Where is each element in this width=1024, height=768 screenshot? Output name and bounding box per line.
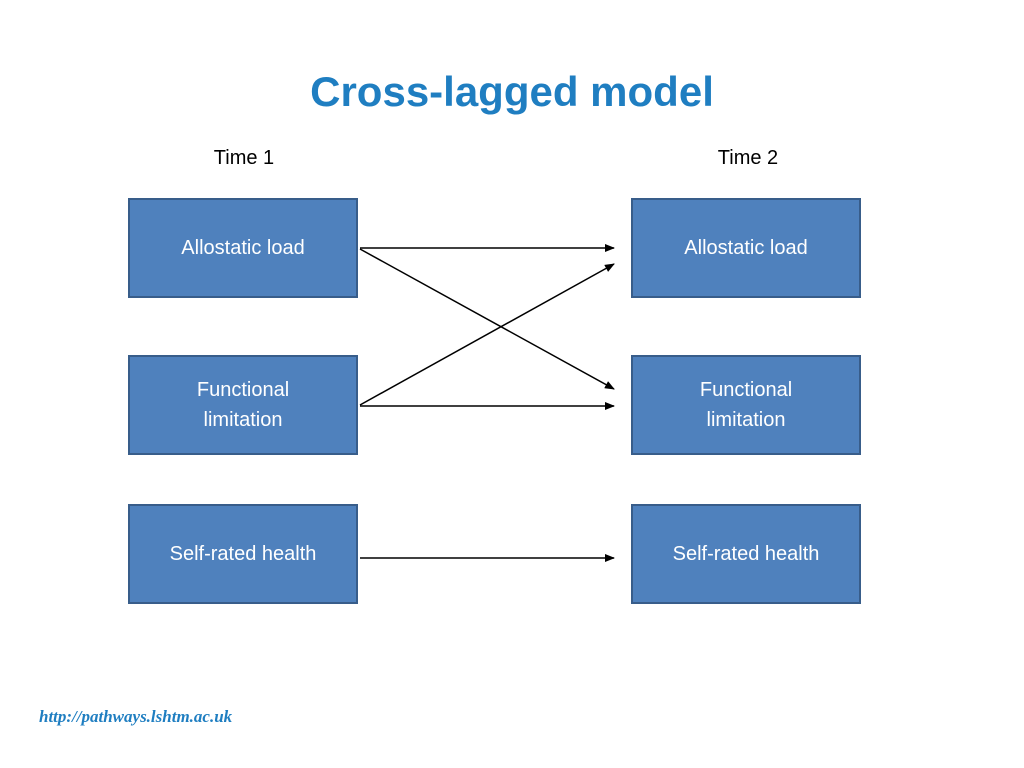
node-t1-self-rated-health: Self-rated health (128, 504, 358, 604)
node-label: Self-rated health (169, 543, 317, 565)
node-label: Self-rated health (672, 543, 820, 565)
node-t2-self-rated-health: Self-rated health (631, 504, 861, 604)
node-t1-functional-limitation: Functional limitation (128, 355, 358, 455)
footer-link[interactable]: http://pathways.lshtm.ac.uk (39, 707, 233, 726)
time-2-label: Time 2 (717, 147, 779, 169)
node-t2-allostatic-load: Allostatic load (631, 198, 861, 298)
node-label: Functional limitation (196, 379, 290, 431)
edge-functional-to-allostatic (359, 263, 615, 406)
time-1-label: Time 1 (213, 147, 275, 169)
node-label: Functional limitation (699, 379, 793, 431)
node-label: Allostatic load (684, 237, 808, 259)
node-t1-allostatic-load: Allostatic load (128, 198, 358, 298)
node-t2-functional-limitation: Functional limitation (631, 355, 861, 455)
node-label: Allostatic load (181, 237, 305, 259)
slide-title: Cross-lagged model (310, 68, 714, 115)
edge-allostatic-to-functional (359, 248, 615, 390)
